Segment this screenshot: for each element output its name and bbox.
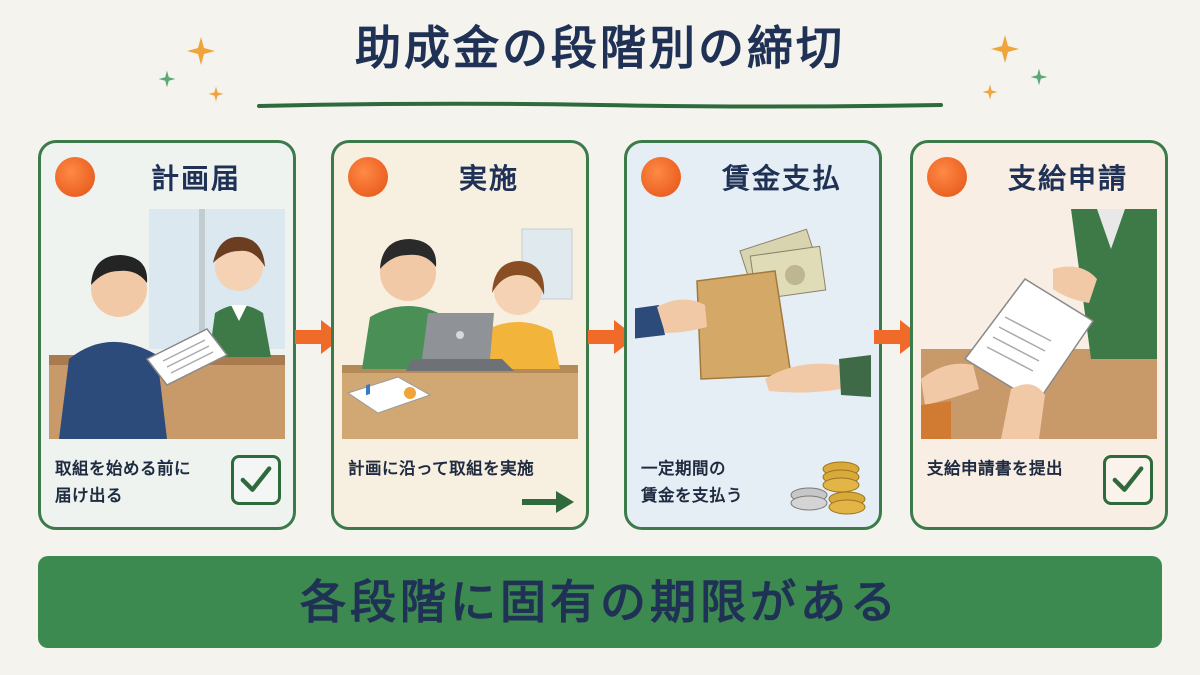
wage-envelope-illustration [635,228,871,397]
summary-banner-text: 各段階に固有の期限がある [300,575,900,629]
stage-dot [927,157,967,197]
sparkle-icon [187,37,215,65]
stage-description: 支給申請書を提出 [927,459,1063,478]
stage-dot [55,157,95,197]
stage-dot [641,157,681,197]
stage-description: 一定期間の 賃金を支払う [641,459,743,505]
application-handover-illustration [921,209,1157,439]
summary-banner: 各段階に固有の期限がある [38,556,1162,648]
arrow-right-icon [522,491,574,513]
stage-title: 支給申請 [1007,162,1128,195]
counter-submission-illustration [49,209,285,439]
coins-icon [790,461,866,515]
check-icon [1103,455,1153,505]
sparkle-icon [991,35,1019,63]
stage-card-application: 支給申請 支給申請書を提出 [910,140,1168,530]
sparkle-icon [208,86,224,102]
title-area: 助成金の段階別の締切 [0,18,1200,78]
stage-description: 取組を始める前に 届け出る [55,459,191,505]
team-laptop-illustration [342,228,578,439]
stage-card-plan: 計画届 取組を始める前に 届け出る [38,140,296,530]
stage-description: 計画に沿って取組を実施 [348,459,535,478]
check-icon [231,455,281,505]
sparkle-icon [1030,68,1048,86]
stage-title: 実施 [458,162,519,195]
stage-title: 計画届 [150,162,241,195]
stage-dot [348,157,388,197]
title-underline [257,101,943,109]
stage-card-wage-payment: 賃金支払 一定期間の 賃金を支払う [624,140,882,530]
page-title: 助成金の段階別の締切 [355,21,845,75]
sparkle-icon [158,70,176,88]
sparkle-icon [982,84,998,100]
stage-title: 賃金支払 [721,162,842,195]
stage-card-implementation: 実施 計画に沿って取組を実施 [331,140,589,530]
